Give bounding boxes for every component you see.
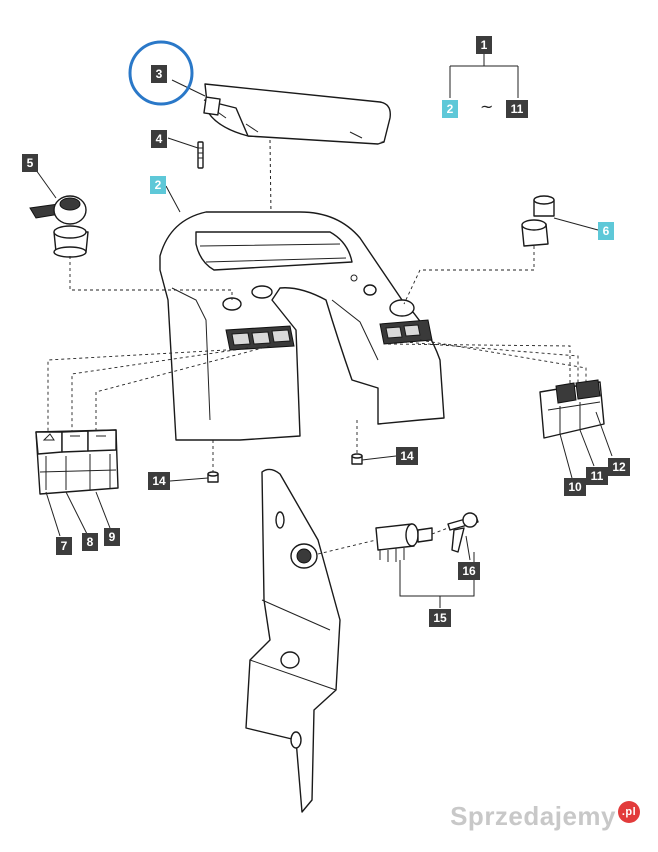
part-4-screw <box>197 141 204 169</box>
part-14-nut-right <box>351 453 363 465</box>
part-15-ignition-switch <box>375 523 433 562</box>
svg-text:12: 12 <box>612 460 626 474</box>
label-15: 15 <box>429 609 451 627</box>
part-16-keys <box>447 512 479 553</box>
svg-text:5: 5 <box>27 156 34 170</box>
leader-lines <box>35 52 613 608</box>
svg-text:2: 2 <box>155 178 162 192</box>
svg-text:16: 16 <box>462 564 476 578</box>
switch-bank-right <box>539 379 605 439</box>
part-14-nut-left <box>207 471 219 483</box>
svg-text:15: 15 <box>433 611 447 625</box>
label-5: 5 <box>22 154 38 172</box>
right-switch-cutout <box>379 319 433 345</box>
svg-text:6: 6 <box>603 224 610 238</box>
label-6: 6 <box>598 222 614 240</box>
svg-text:4: 4 <box>156 132 163 146</box>
watermark-text: Sprzedajemy <box>450 801 616 831</box>
label-14-right: 14 <box>396 447 418 465</box>
svg-text:3: 3 <box>156 67 163 81</box>
highlight-circle <box>128 40 194 106</box>
part-2-dash-housing <box>159 211 445 441</box>
label-8: 8 <box>82 533 98 551</box>
part-5-rotary-switch <box>29 195 89 258</box>
switch-bank-left <box>35 429 119 495</box>
label-11: 11 <box>586 467 608 485</box>
label-2-legend: 2 <box>442 100 458 118</box>
label-12: 12 <box>608 458 630 476</box>
range-tilde: ~ <box>480 97 493 116</box>
svg-text:10: 10 <box>568 480 582 494</box>
label-3: 3 <box>151 65 167 83</box>
label-9: 9 <box>104 528 120 546</box>
label-1: 1 <box>476 36 492 54</box>
svg-text:7: 7 <box>61 539 68 553</box>
label-4: 4 <box>151 130 167 148</box>
part-6-knob <box>521 195 555 247</box>
label-16: 16 <box>458 562 480 580</box>
svg-text:11: 11 <box>511 102 524 116</box>
label-2: 2 <box>150 176 166 194</box>
svg-text:14: 14 <box>400 449 414 463</box>
label-11-legend: 11 <box>506 100 528 118</box>
svg-text:1: 1 <box>481 38 488 52</box>
watermark: Sprzedajemy.pl <box>450 801 640 832</box>
svg-text:11: 11 <box>591 469 604 483</box>
part-3-cover <box>203 83 391 291</box>
svg-text:14: 14 <box>152 474 166 488</box>
svg-text:2: 2 <box>447 102 454 116</box>
label-10: 10 <box>564 478 586 496</box>
svg-text:8: 8 <box>87 535 94 549</box>
label-7: 7 <box>56 537 72 555</box>
label-14-left: 14 <box>148 472 170 490</box>
left-switch-cutout <box>225 325 295 351</box>
svg-text:9: 9 <box>109 530 116 544</box>
column-cover <box>245 468 341 813</box>
watermark-badge: .pl <box>618 801 640 823</box>
